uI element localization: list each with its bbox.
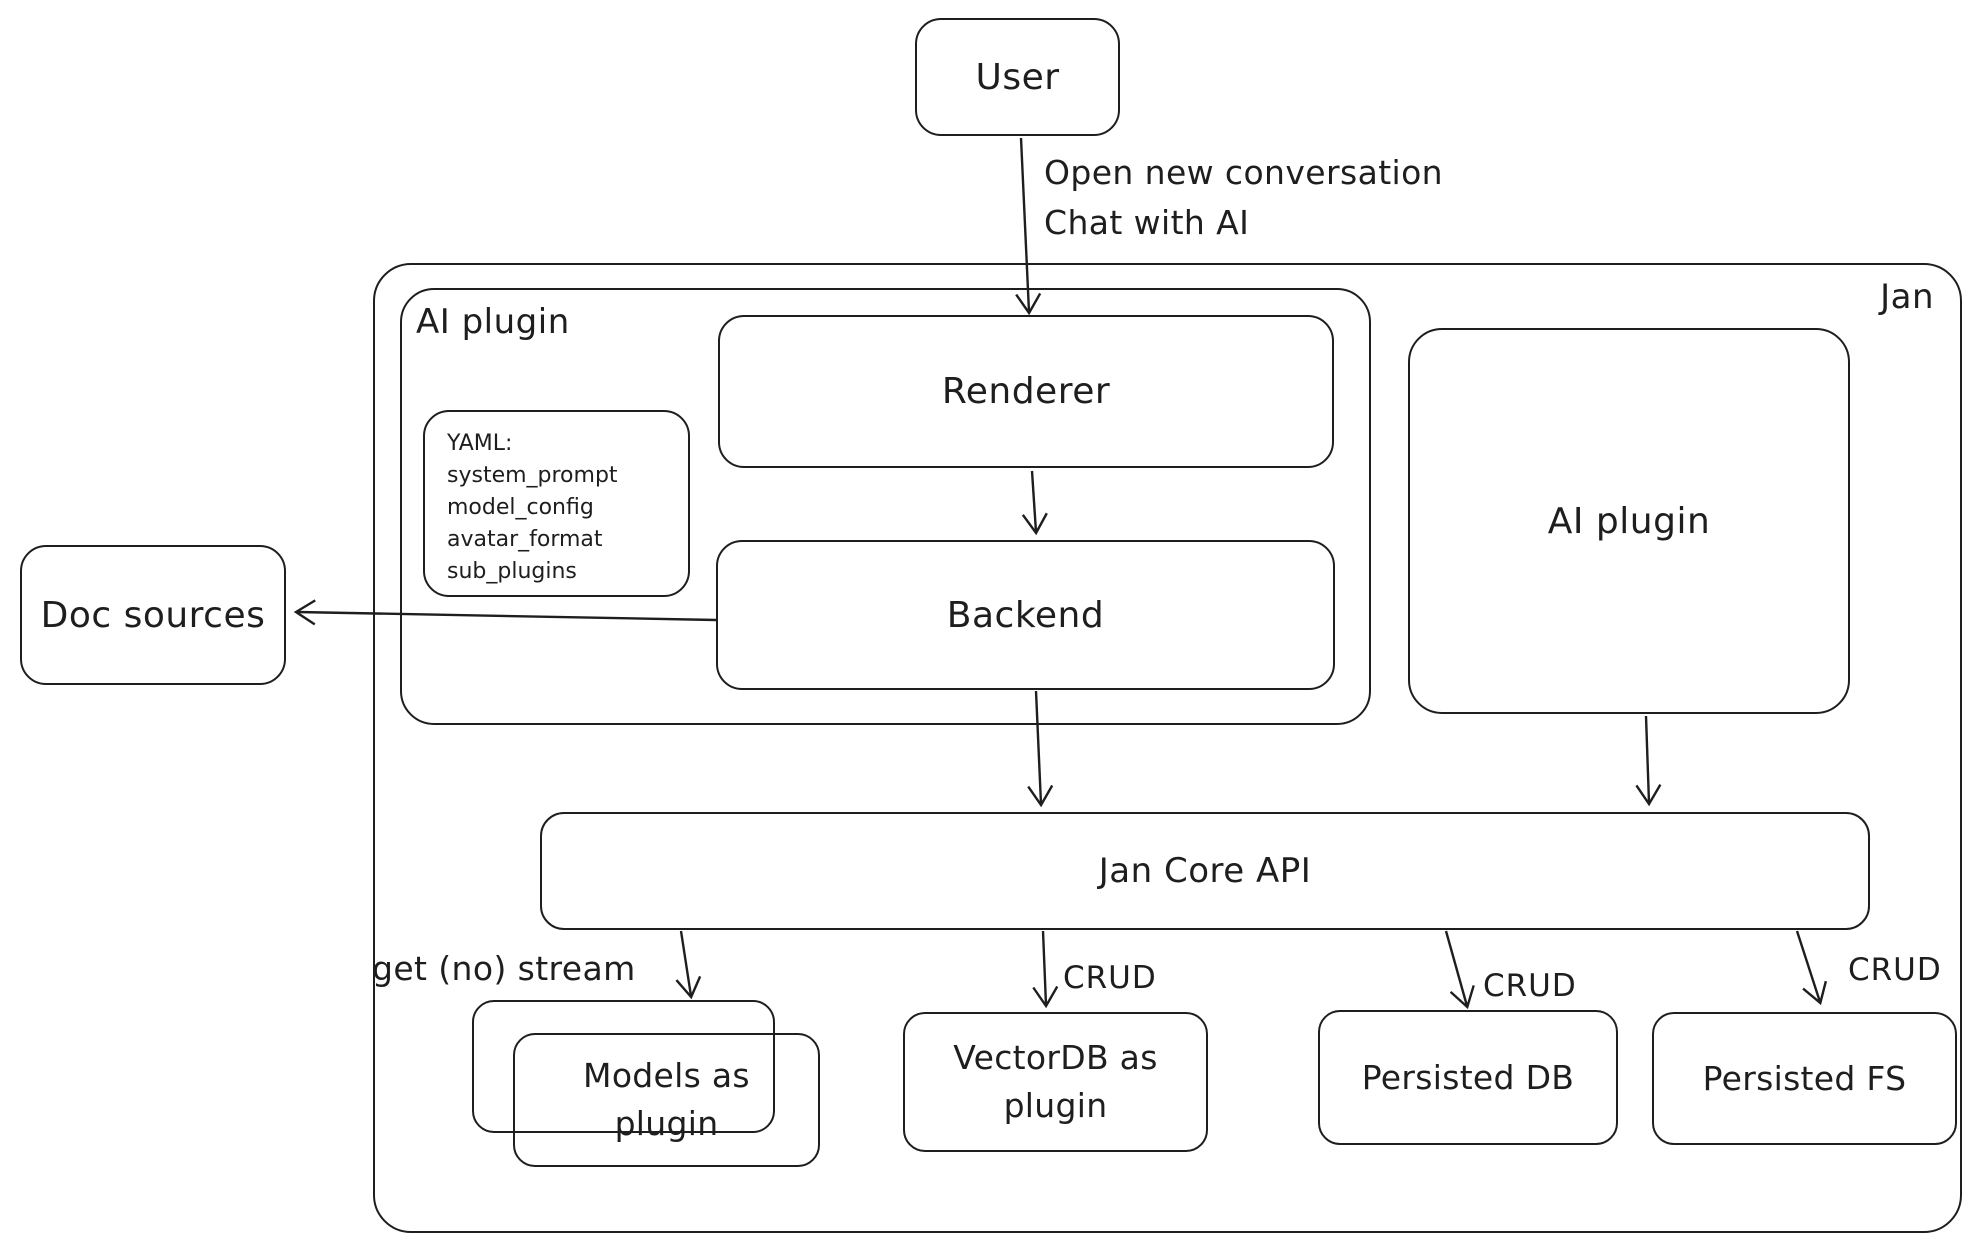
ai-plugin-right-node[interactable]: AI plugin	[1408, 328, 1850, 714]
get-no-stream-label[interactable]: get (no) stream	[372, 949, 636, 988]
yaml-note-line: system_prompt	[447, 462, 618, 488]
yaml-note-line: sub_plugins	[447, 558, 577, 584]
models-as-plugin-label: Models as plugin	[583, 1056, 750, 1143]
user-node[interactable]: User	[915, 18, 1120, 136]
crud-label-persisted-fs[interactable]: CRUD	[1848, 952, 1942, 988]
jan-core-api-node[interactable]: Jan Core API	[540, 812, 1870, 930]
yaml-note-line: YAML:	[447, 431, 513, 456]
persisted-db-node[interactable]: Persisted DB	[1318, 1010, 1618, 1145]
vectordb-as-plugin-label: VectorDB as plugin	[953, 1038, 1158, 1125]
user-action-edge-label[interactable]: Open new conversation Chat with AI	[1044, 148, 1443, 247]
ai-plugin-right-label: AI plugin	[1547, 500, 1711, 542]
jan-container-label: Jan	[1880, 277, 1934, 317]
yaml-note-line: model_config	[447, 494, 594, 520]
persisted-fs-label: Persisted FS	[1702, 1059, 1907, 1098]
yaml-note[interactable]: YAML: system_prompt model_config avatar_…	[423, 410, 690, 597]
crud-label-vectordb[interactable]: CRUD	[1063, 960, 1157, 996]
yaml-note-line: avatar_format	[447, 526, 603, 552]
jan-core-api-label: Jan Core API	[1098, 851, 1312, 891]
doc-sources-node[interactable]: Doc sources	[20, 545, 286, 685]
doc-sources-label: Doc sources	[40, 594, 266, 636]
models-as-plugin-node[interactable]: Models as plugin	[513, 1033, 820, 1167]
renderer-node-label: Renderer	[941, 371, 1111, 412]
user-action-line1: Open new conversation	[1044, 153, 1444, 192]
persisted-db-label: Persisted DB	[1361, 1058, 1575, 1097]
ai-plugin-group-label: AI plugin	[416, 302, 570, 342]
renderer-node[interactable]: Renderer	[718, 315, 1334, 468]
user-action-line2: Chat with AI	[1044, 202, 1250, 242]
user-node-label: User	[975, 56, 1060, 98]
vectordb-as-plugin-node[interactable]: VectorDB as plugin	[903, 1012, 1208, 1152]
models-as-plugin-back-box[interactable]	[472, 1000, 775, 1133]
crud-label-persisted-db[interactable]: CRUD	[1483, 968, 1577, 1004]
backend-node-label: Backend	[946, 594, 1105, 636]
persisted-fs-node[interactable]: Persisted FS	[1652, 1012, 1957, 1145]
backend-node[interactable]: Backend	[716, 540, 1335, 690]
